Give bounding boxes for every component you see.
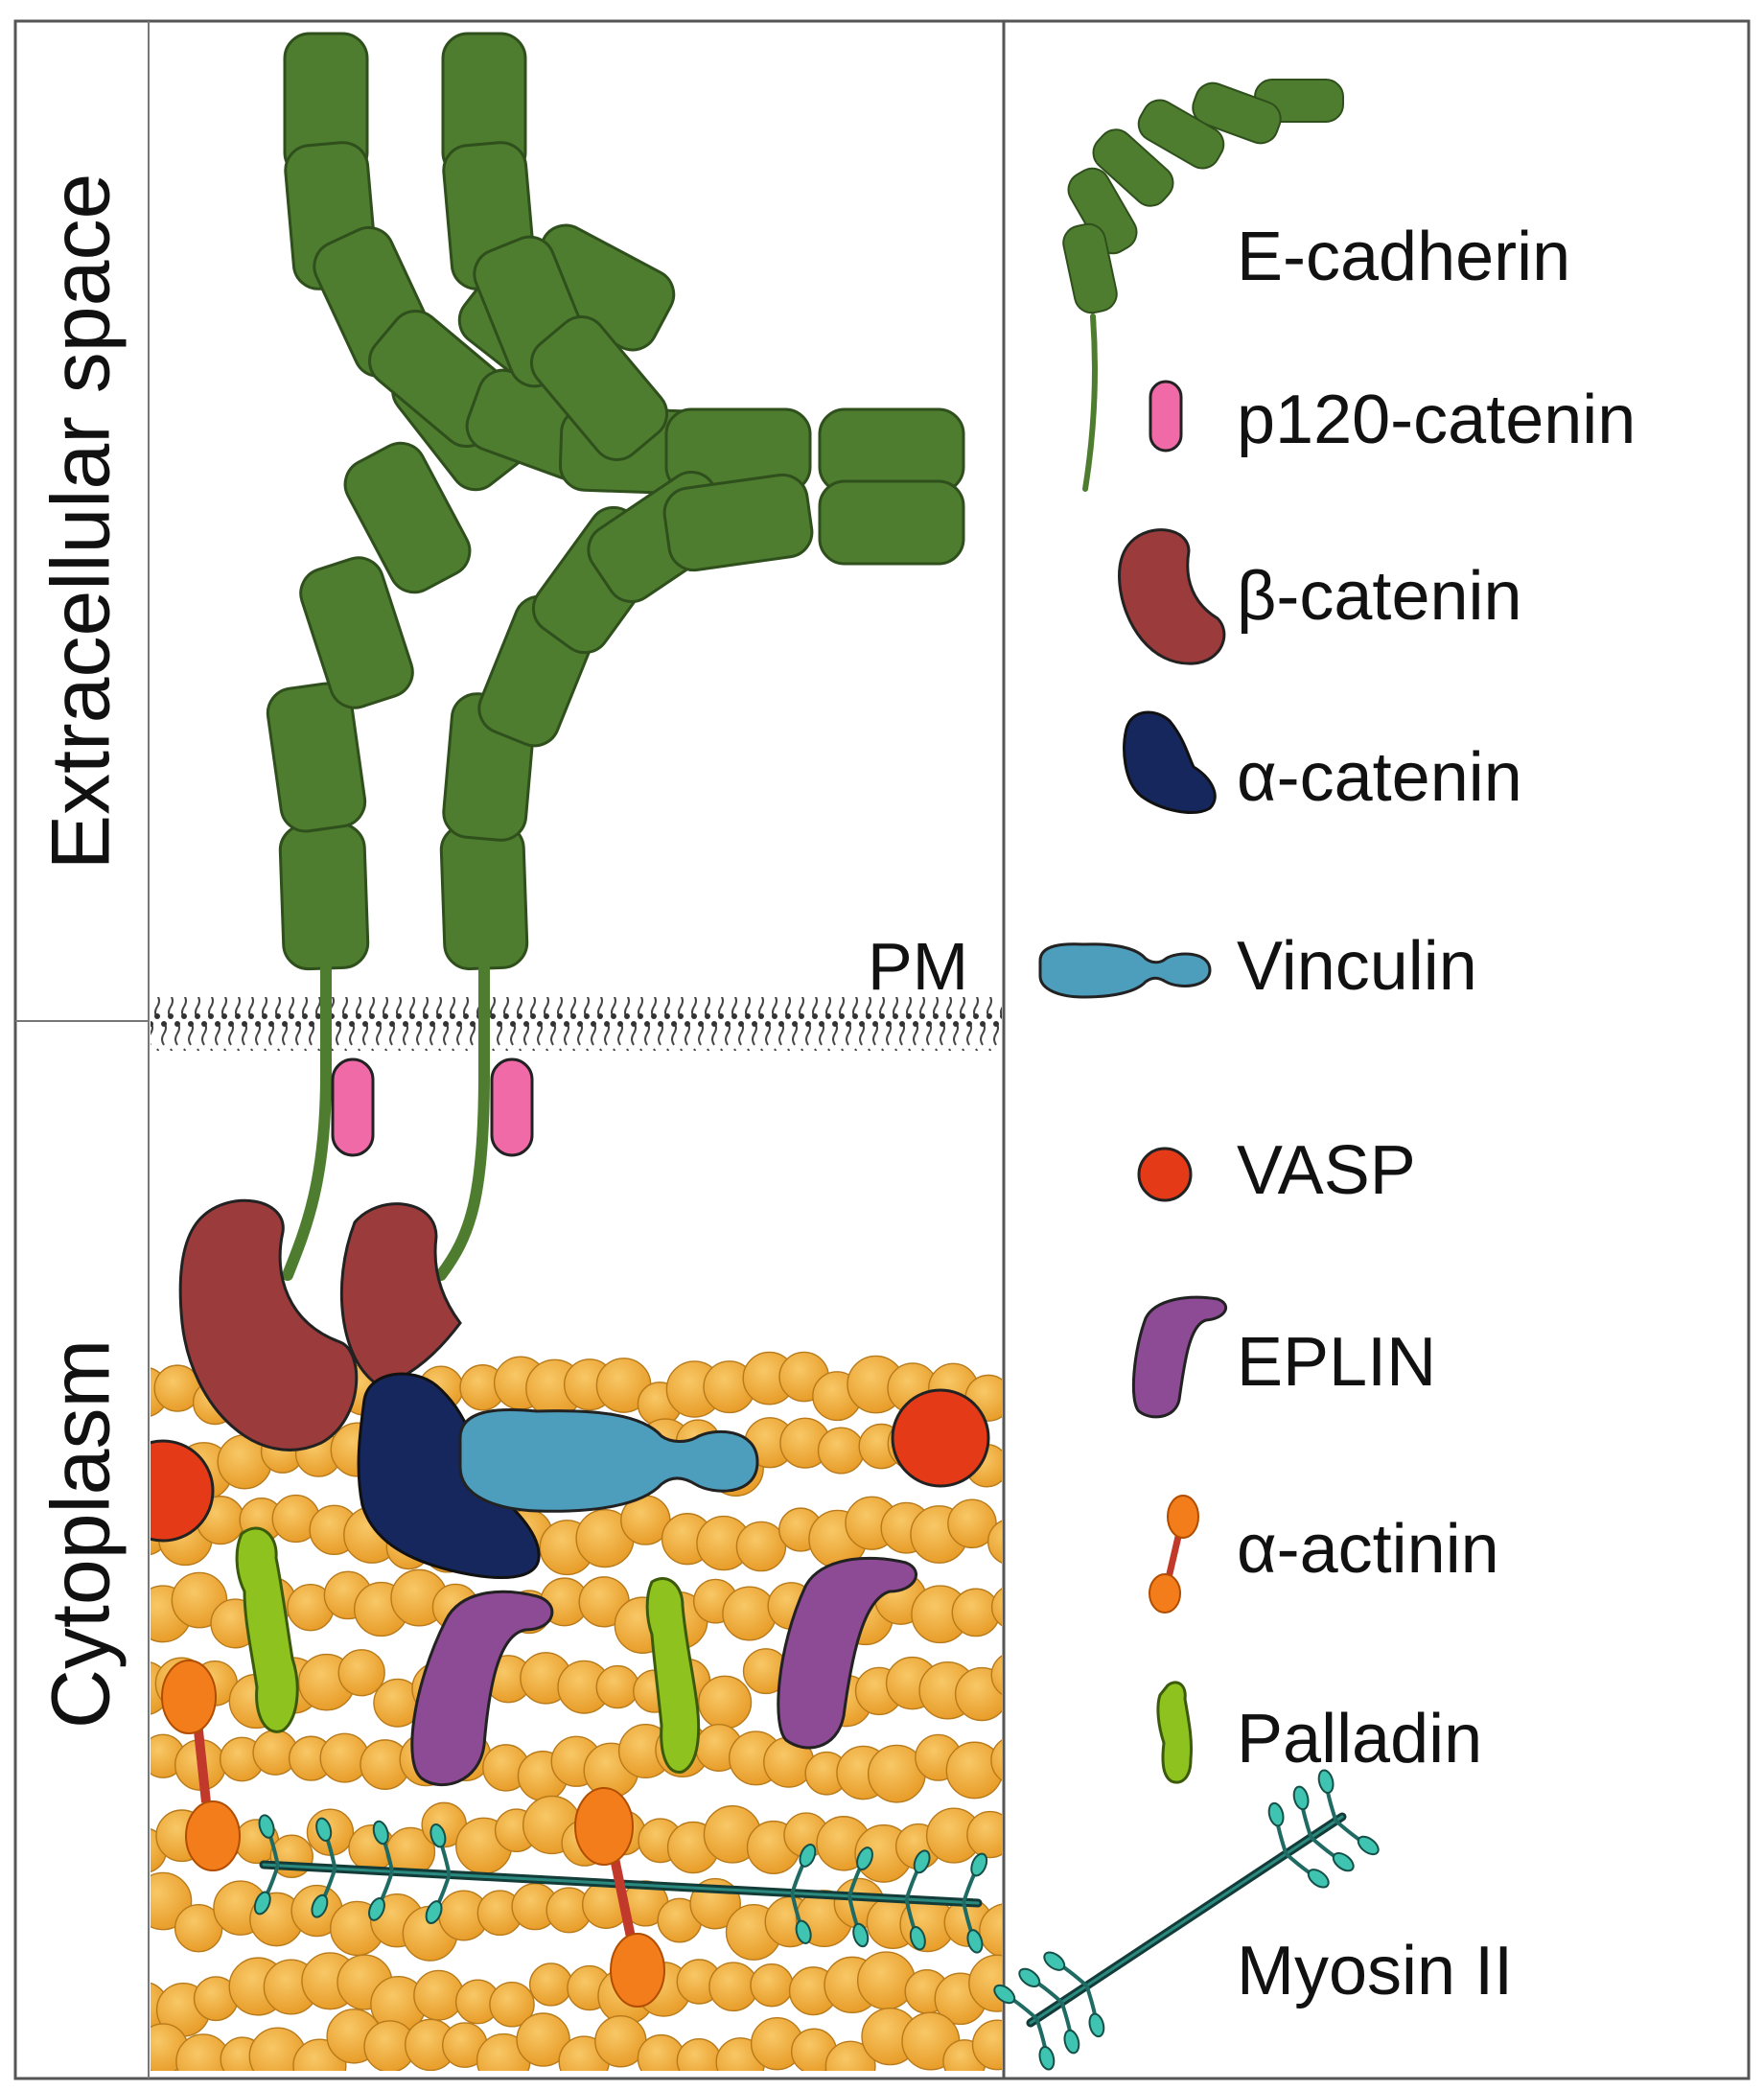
vinculin (458, 1408, 759, 1513)
legend-e-cadherin-icon (1062, 79, 1344, 492)
e-cadherin-tail-left (282, 963, 332, 1281)
legend-vinculin-icon (1038, 942, 1212, 999)
actin-monomer (990, 1588, 1002, 1627)
actin-monomer (968, 1954, 1002, 2012)
outer-frame (13, 19, 1751, 2080)
actin-monomer (676, 2038, 722, 2071)
legend-label-eplin: EPLIN (1237, 1324, 1437, 1401)
actin-monomer (722, 1586, 778, 1641)
legend-label-myosin-ii: Myosin II (1237, 1933, 1514, 2009)
palladin-left (235, 1526, 299, 1733)
actin-monomer (595, 1664, 639, 1709)
palladin-right (645, 1576, 701, 1774)
legend-palladin-icon (1156, 1681, 1193, 1784)
e-cadherin-domain (299, 556, 414, 709)
beta-catenin-left (178, 1198, 359, 1451)
legend-label-vinculin: Vinculin (1237, 928, 1477, 1005)
alpha-actinin-right (574, 1787, 665, 2008)
vasp-right (891, 1388, 990, 1488)
alpha-actinin-left (161, 1660, 241, 1871)
vasp-left (151, 1439, 215, 1543)
e-cadherin-dimer (266, 32, 965, 1281)
legend-label-e-cadherin: E-cadherin (1237, 219, 1571, 295)
actin-monomer (337, 1649, 385, 1697)
actin-monomer (817, 1427, 865, 1475)
e-cadherin-domain (662, 473, 814, 572)
p120-catenin-right (490, 1057, 534, 1157)
legend-alpha-catenin-icon (1123, 710, 1217, 814)
extracellular-space-label: Extracellular space (35, 173, 128, 871)
actin-monomer (979, 1903, 1002, 1959)
e-cadherin-domain (266, 682, 367, 833)
legend-eplin-icon (1131, 1295, 1228, 1419)
actin-monomer (698, 1675, 753, 1730)
actin-monomer (750, 1963, 794, 2008)
actin-monomer (856, 1951, 916, 2010)
plasma-membrane-label: PM (868, 929, 968, 1004)
actin-monomer (824, 2040, 876, 2071)
alpha-catenin (357, 1372, 541, 1579)
e-cadherin-domain (529, 315, 669, 461)
actin-monomer (528, 1962, 573, 2007)
legend-p120-catenin-icon (1149, 380, 1183, 453)
e-cadherin-tail-right (435, 963, 490, 1281)
legend-label-alpha-catenin: α-catenin (1237, 739, 1522, 816)
actin-monomer (516, 2012, 570, 2067)
panel-frames (13, 19, 1751, 2080)
actin-monomer (489, 1981, 535, 2028)
actin-monomer (945, 1741, 1002, 1800)
actin-monomer (413, 1969, 465, 2021)
legend-label-alpha-actinin: α-actinin (1237, 1511, 1499, 1588)
actin-monomer (990, 1655, 1002, 1695)
e-cadherin-domain (439, 822, 529, 971)
legend-myosin-ii-icon (993, 1769, 1380, 2071)
actin-monomer (971, 2019, 1002, 2071)
legend-label-vasp: VASP (1237, 1132, 1416, 1209)
actin-monomer (966, 1810, 1002, 1859)
legend-label-beta-catenin: β-catenin (1237, 558, 1522, 635)
legend-alpha-actinin-icon (1149, 1495, 1199, 1614)
eplin-right (777, 1556, 917, 1750)
actin-monomer (954, 1666, 1002, 1722)
beta-catenin-right (339, 1202, 462, 1387)
legend-vasp-icon (1137, 1147, 1193, 1202)
actin-monomer (990, 1739, 1002, 1781)
e-cadherin-domain (278, 822, 370, 971)
plasma-membrane (151, 997, 1002, 1051)
p120-catenin-left (331, 1057, 375, 1157)
legend-label-palladin: Palladin (1237, 1701, 1483, 1777)
legend-label-p120-catenin: p120-catenin (1237, 382, 1636, 458)
legend-beta-catenin-icon (1118, 528, 1226, 665)
cytoplasm-label: Cytoplasm (35, 1338, 128, 1730)
e-cadherin-domain (818, 479, 965, 566)
eplin-left (410, 1590, 554, 1787)
e-cadherin-domain (818, 407, 965, 494)
actin-monomer (986, 1520, 1002, 1564)
actin-monomer (735, 1521, 787, 1572)
e-cadherin-domain (343, 441, 472, 594)
